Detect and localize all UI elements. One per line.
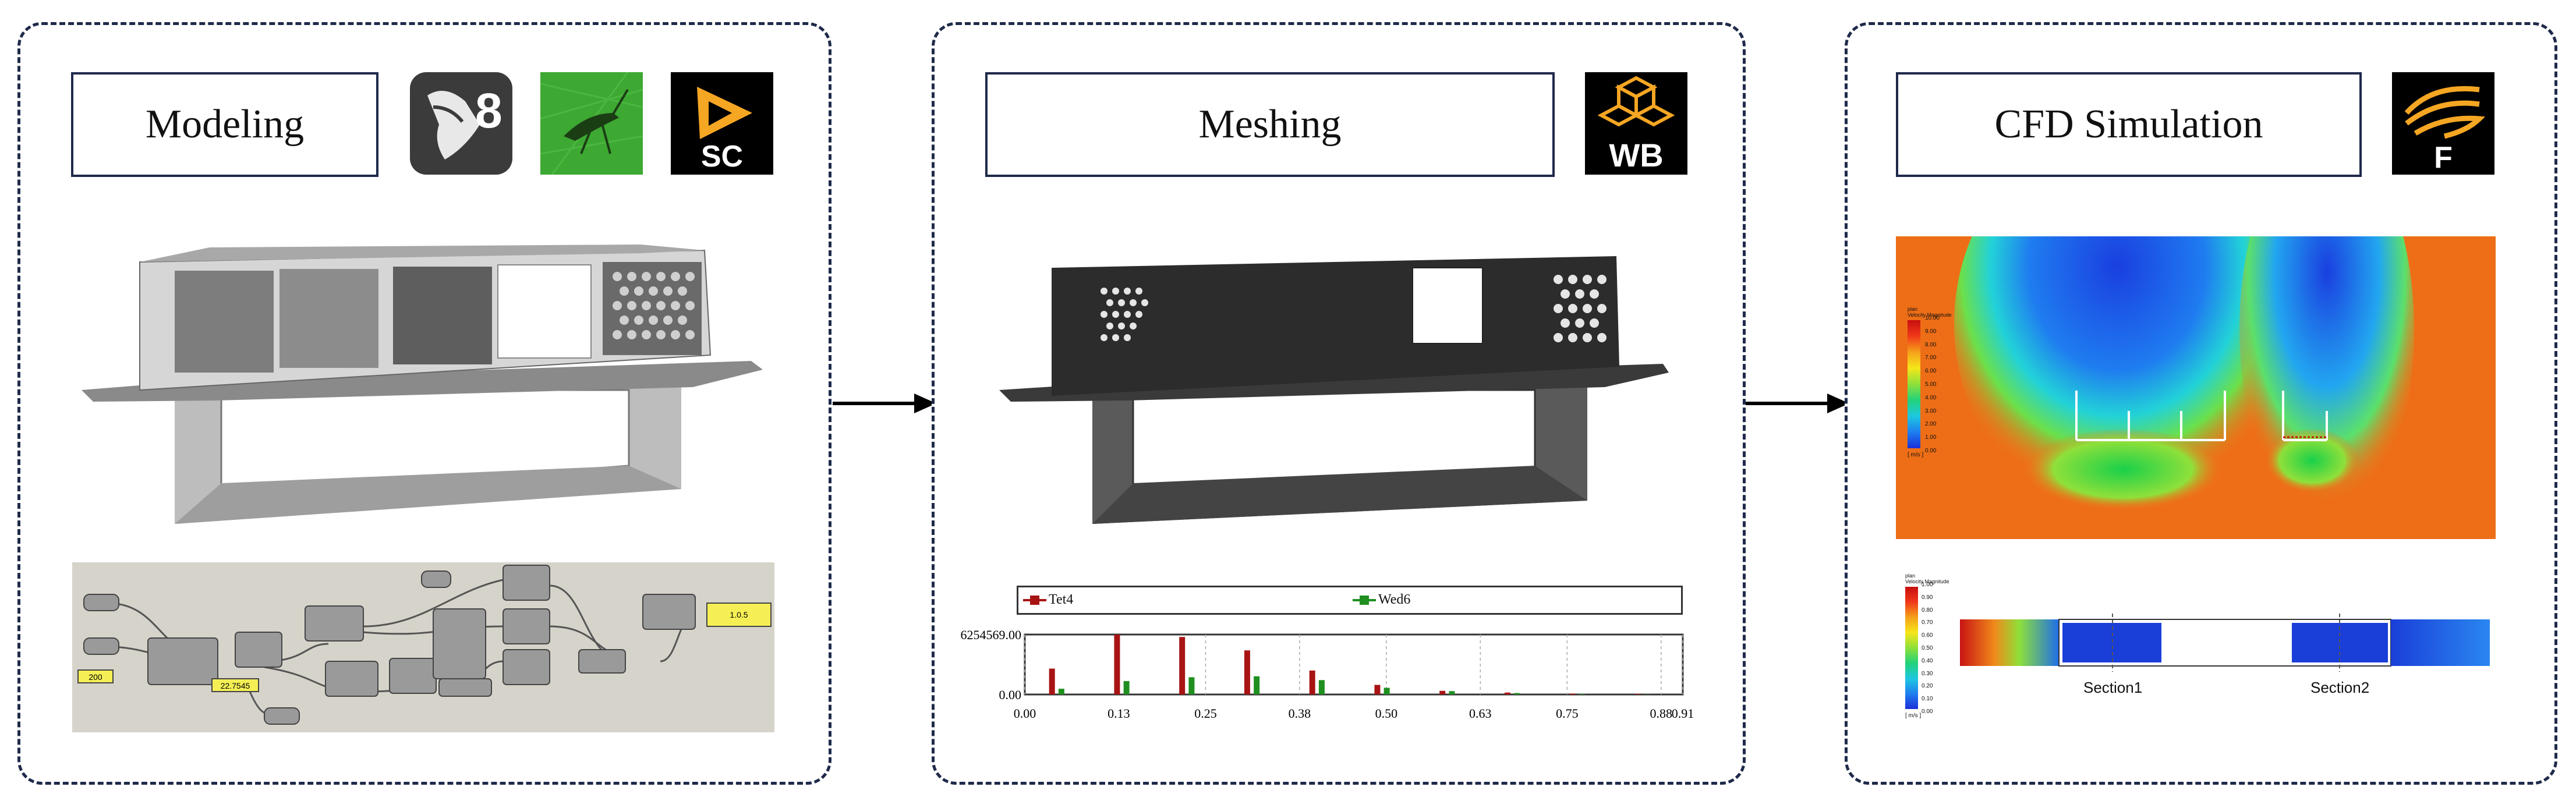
chart-xtick-label: 0.91 xyxy=(1672,706,1694,721)
legend-2-header-2: Velocity Magnitude xyxy=(1905,579,1949,584)
cfd-title: CFD Simulation xyxy=(1896,72,2362,177)
chart-bar xyxy=(1309,670,1315,694)
section2-label: Section2 xyxy=(2310,679,2370,696)
mesh-legend: Tet4 Wed6 xyxy=(1017,586,1683,615)
spaceclaim-logo-icon: SC xyxy=(671,72,773,175)
legend-tick-label: 1.00 xyxy=(1925,434,1937,441)
chart-xtick-label: 0.75 xyxy=(1556,706,1579,721)
chart-ytick-label: 6254569.00 xyxy=(961,629,1022,642)
grasshopper-logo-icon xyxy=(540,72,643,175)
chart-bar xyxy=(1383,687,1390,694)
legend-tet4: Tet4 xyxy=(1049,592,1074,607)
chart-bar xyxy=(1318,680,1325,694)
legend-2-header-1: plan xyxy=(1905,573,1916,579)
legend-tick-label: 0.20 xyxy=(1922,683,1933,690)
chart-bar xyxy=(1179,637,1186,694)
gh-panel-value-1: 22.7545 xyxy=(221,681,250,690)
workbench-label: WB xyxy=(1609,137,1663,173)
chart-xtick-label: 0.13 xyxy=(1107,706,1130,721)
grasshopper-canvas: 200 22.7545 1.0.5 xyxy=(72,562,774,732)
legend-tick-label: 0.80 xyxy=(1922,607,1933,614)
legend-tick-label: 5.00 xyxy=(1925,381,1937,388)
arrow-right-icon xyxy=(833,389,937,421)
workbench-logo-icon: WB xyxy=(1585,72,1687,175)
legend-tick-label: 0.60 xyxy=(1922,632,1933,639)
legend-tick-label: 2.00 xyxy=(1925,421,1937,428)
spaceclaim-label: SC xyxy=(701,140,743,173)
modeling-title: Modeling xyxy=(71,72,378,177)
legend-tick-label: 1.00 xyxy=(1922,582,1933,588)
legend-wed6: Wed6 xyxy=(1378,592,1411,607)
legend-tick-label: 10.00 xyxy=(1925,315,1940,321)
legend-tick-label: 0.30 xyxy=(1922,670,1933,677)
gh-slider-value-1: 200 xyxy=(89,672,102,682)
legend-tick-label: 8.00 xyxy=(1925,341,1937,348)
velocity-contour-sections: plan Velocity Magnitude 1.00 0.90 0.80 0.70… xyxy=(1896,573,2496,730)
chart-xtick-label: 0.63 xyxy=(1469,706,1492,721)
chart-bar xyxy=(1188,677,1195,694)
fluent-logo-icon: F xyxy=(2392,72,2494,175)
legend-tick-label: 3.00 xyxy=(1925,407,1937,414)
legend-2-colorbar xyxy=(1905,587,1918,709)
chart-xtick-label: 0.25 xyxy=(1194,706,1217,721)
chart-bar xyxy=(1058,689,1064,694)
chart-ytick-label: 0.00 xyxy=(999,687,1022,702)
meshing-title: Meshing xyxy=(985,72,1555,177)
chart-bar xyxy=(1123,681,1130,694)
legend-tick-label: 9.00 xyxy=(1925,328,1937,335)
chart-bar xyxy=(1504,692,1510,694)
chart-xtick-label: 0.38 xyxy=(1289,706,1311,721)
legend-tick-label: 0.00 xyxy=(1925,448,1937,454)
legend-1-header-1: plan xyxy=(1908,306,1918,312)
geometry-model-image xyxy=(82,244,769,538)
rhino-logo-icon: 8 xyxy=(410,72,512,175)
chart-bar xyxy=(1449,691,1455,694)
gh-output-value: 1.0.5 xyxy=(730,610,748,619)
chart-bar xyxy=(1049,668,1055,694)
arrow-right-icon xyxy=(1746,389,1850,421)
velocity-contour-plan: plan Velocity Magnitude 10.00 9.00 8.00 7.0… xyxy=(1896,236,2496,539)
contour-legend-1: plan Velocity Magnitude 10.00 9.00 8.00 7.0… xyxy=(1908,306,1977,463)
section1-label: Section1 xyxy=(2083,679,2143,696)
legend-tick-label: 0.10 xyxy=(1922,696,1933,703)
legend-tick-label: 0.40 xyxy=(1922,657,1933,664)
legend-2-unit: [ m/s ] xyxy=(1905,713,1922,719)
legend-tick-label: 0.90 xyxy=(1922,594,1933,601)
chart-bar xyxy=(1374,685,1381,694)
chart-bar xyxy=(1439,690,1446,694)
chart-xtick-label: 0.00 xyxy=(1014,706,1036,721)
legend-1-header-2: Velocity Magnitude xyxy=(1908,312,1952,318)
legend-tick-label: 4.00 xyxy=(1925,394,1937,401)
chart-plot-frame xyxy=(1024,633,1684,696)
legend-tick-label: 6.00 xyxy=(1925,368,1937,375)
mesh-model-image xyxy=(999,244,1675,538)
legend-tick-label: 7.00 xyxy=(1925,355,1937,362)
chart-xtick-label: 0.88 xyxy=(1650,706,1672,721)
chart-bar xyxy=(1254,676,1260,694)
chart-bar xyxy=(1569,693,1576,694)
chart-bar xyxy=(1244,650,1250,694)
legend-tick-label: 0.00 xyxy=(1922,708,1933,715)
legend-1-unit: [ m/s ] xyxy=(1908,452,1924,458)
chart-bar xyxy=(1514,693,1520,694)
fluent-label: F xyxy=(2434,141,2453,175)
chart-bar xyxy=(1114,635,1120,694)
legend-tick-label: 0.50 xyxy=(1922,645,1933,651)
chart-xtick-label: 0.50 xyxy=(1375,706,1398,721)
rhino-version: 8 xyxy=(475,83,503,138)
legend-tick-label: 0.70 xyxy=(1922,619,1933,626)
legend-1-colorbar xyxy=(1908,320,1920,448)
contour-legend-2: plan Velocity Magnitude 1.00 0.90 0.80 0.70… xyxy=(1905,573,1969,730)
